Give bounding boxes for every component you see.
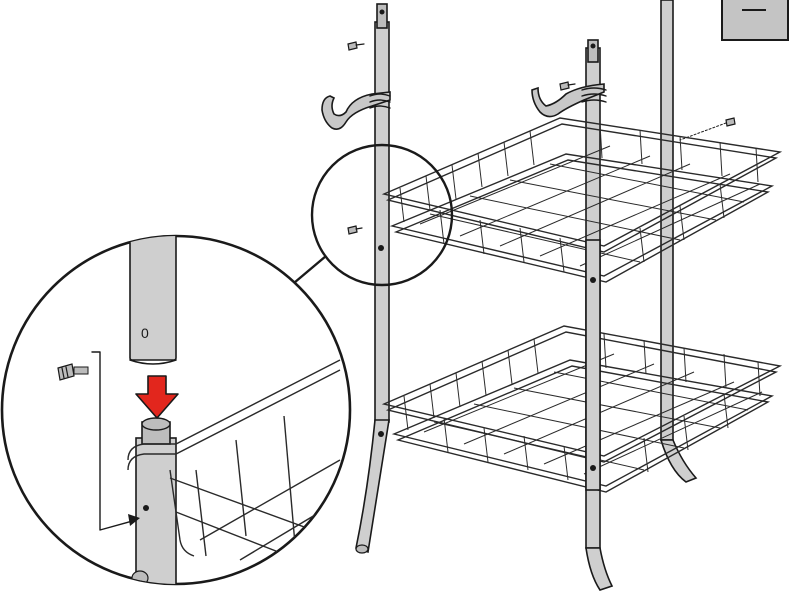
- detail-guide-line: [91, 351, 137, 531]
- detail-screw: [57, 363, 89, 381]
- screw-top-right: [679, 117, 736, 141]
- left-hook: [321, 91, 391, 130]
- rear-right-pole: [659, 0, 698, 483]
- insert-arrow-icon: [135, 375, 179, 419]
- right-hook: [531, 83, 607, 118]
- step-box: [721, 0, 789, 41]
- detail-lower-pole: [135, 437, 177, 584]
- detail-upper-pole: [129, 236, 177, 361]
- reference-circle: [310, 143, 454, 287]
- front-left-pole: [355, 3, 390, 554]
- front-right-pole: [378, 239, 601, 491]
- screw-middle-left: [347, 225, 363, 235]
- upper-basket: [381, 117, 783, 283]
- detail-pole-mark: 0: [141, 325, 149, 341]
- screw-top-left: [347, 41, 365, 51]
- screw-top-middle: [559, 81, 576, 91]
- lower-basket: [381, 325, 783, 493]
- detail-callout: 0: [0, 234, 352, 586]
